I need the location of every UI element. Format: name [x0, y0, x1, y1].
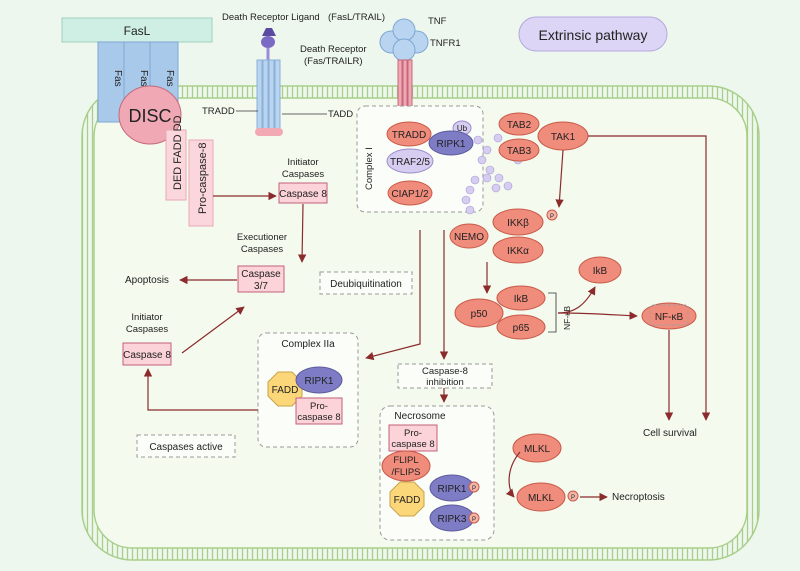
title-badge: Extrinsic pathway [518, 16, 668, 52]
ikb-label: IkB [593, 266, 608, 277]
complex-iia-label: Complex IIa [281, 339, 335, 350]
tak1-label: TAK1 [551, 132, 576, 143]
executioner-caspases-2: Caspases [241, 244, 283, 255]
caspases-active-label: Caspases active [149, 442, 223, 453]
fas-trailr-label: (Fas/TRAILR) [304, 56, 363, 67]
nfkb-complex: p50 IkB p65 NF-κB IkB NF-κB Cell surviva… [454, 256, 697, 439]
necrosome-label: Necrosome [394, 411, 446, 422]
pro-caspase-iia-1: Pro- [310, 401, 328, 412]
initiator-caspases-left-1: Initiator [131, 312, 162, 323]
mlkl-group: MLKL MLKL P Necroptosis [512, 433, 665, 512]
death-receptor-label: Death Receptor [300, 44, 367, 55]
necrosome: Necrosome Pro- caspase 8 FLIPL /FLIPS FA… [379, 405, 495, 541]
tnf-label: TNF [428, 16, 447, 27]
mlkl-label-2: MLKL [528, 493, 555, 504]
phospho-ikkb: P [550, 214, 554, 220]
ikka-label: IKKα [507, 246, 529, 257]
tab2-label: TAB2 [507, 120, 532, 131]
phospho-ripk1: P [472, 486, 476, 492]
deubiquitination-label: Deubiquitination [330, 279, 402, 290]
complex-i: Complex I TRADD Ub RIPK1 TRAF2/5 CIAP1/2 [356, 105, 484, 213]
tnfr1-label: TNFR1 [430, 38, 461, 49]
tradd-outer-label: TRADD [202, 106, 235, 117]
cell-survival-label: Cell survival [643, 428, 697, 439]
flip-label-2: /FLIPS [391, 467, 420, 478]
pro-caspase-nec-2: caspase 8 [391, 439, 434, 450]
death-receptor-ligand-label: Death Receptor Ligand [222, 12, 320, 23]
ripk3-label: RIPK3 [438, 514, 467, 525]
caspase-8-inhibition: Caspase-8 inhibition [397, 363, 493, 389]
caspase-37-label-1: Caspase [241, 269, 281, 280]
tab3-label: TAB3 [507, 146, 532, 157]
caspase-37-label-2: 3/7 [254, 281, 268, 292]
necroptosis-label: Necroptosis [612, 492, 665, 503]
phospho-mlkl: P [571, 495, 575, 501]
p50-label: p50 [471, 309, 488, 320]
pro-caspase-iia-2: caspase 8 [297, 412, 340, 423]
pro-caspase-8-vertical-label: Pro-caspase-8 [197, 142, 209, 214]
flip-label-1: FLIPL [393, 455, 418, 466]
fasl-fas-disc: FasL Fas Fas Fas DISC DED FADD DD Pro-ca… [61, 17, 214, 227]
ikb-complex-label: IkB [514, 294, 529, 305]
tradd-label: TRADD [392, 130, 426, 141]
initiator-caspases-top-1: Initiator [287, 157, 318, 168]
fadd-nec-label: FADD [394, 495, 421, 506]
nemo-label: NEMO [454, 232, 484, 243]
ripk1-nec-label: RIPK1 [438, 484, 467, 495]
ripk1-complex-i-label: RIPK1 [437, 139, 466, 150]
death-receptor: Death Receptor Ligand (FasL/TRAIL) Death… [202, 12, 385, 136]
phospho-ripk3: P [472, 517, 476, 523]
fadd-iia-label: FADD [272, 385, 299, 396]
complex-i-label: Complex I [364, 147, 375, 190]
mlkl-label-1: MLKL [524, 444, 551, 455]
caspase-8-left-label: Caspase 8 [123, 350, 171, 361]
nfkb-label: NF-κB [655, 312, 684, 323]
initiator-caspases-left-2: Caspases [126, 324, 168, 335]
ciap12-label: CIAP1/2 [391, 189, 429, 200]
tak1-complex: TAB2 TAB3 TAK1 [498, 112, 589, 162]
initiator-caspases-top-2: Caspases [282, 169, 324, 180]
ded-fadd-dd-label: DED FADD DD [172, 115, 184, 190]
complex-iia: Complex IIa FADD RIPK1 Pro- caspase 8 [257, 332, 359, 448]
nfkb-vertical-label: NF-κB [562, 306, 572, 330]
fas-label-1: Fas [112, 70, 123, 87]
caspase-8-inhibition-1: Caspase-8 [422, 366, 468, 377]
ripk1-iia-label: RIPK1 [305, 376, 334, 387]
fas-label-3: Fas [164, 70, 175, 87]
fasl-label: FasL [124, 24, 151, 38]
caspase-8-top-label: Caspase 8 [279, 189, 327, 200]
page-title: Extrinsic pathway [539, 27, 648, 43]
apoptosis-label: Apoptosis [125, 275, 169, 286]
arrows [143, 135, 711, 502]
tadd-label: TADD [328, 109, 353, 120]
fas-label-2: Fas [138, 70, 149, 87]
ikk-complex: NEMO IKKβ IKKα P [449, 208, 558, 264]
caspase-8-inhibition-2: inhibition [426, 377, 464, 388]
traf25-label: TRAF2/5 [390, 157, 430, 168]
caspase-cascade: Initiator Caspases Caspase 8 Executioner… [122, 157, 413, 458]
fasl-trail-label: (FasL/TRAIL) [328, 12, 385, 23]
pro-caspase-nec-1: Pro- [404, 428, 422, 439]
disc-label: DISC [128, 106, 171, 126]
ikkb-label: IKKβ [507, 218, 529, 229]
tnf-receptor: TNF TNFR1 [379, 16, 461, 131]
ub-label: Ub [457, 124, 468, 133]
executioner-caspases-1: Executioner [237, 232, 287, 243]
p65-label: p65 [513, 323, 530, 334]
